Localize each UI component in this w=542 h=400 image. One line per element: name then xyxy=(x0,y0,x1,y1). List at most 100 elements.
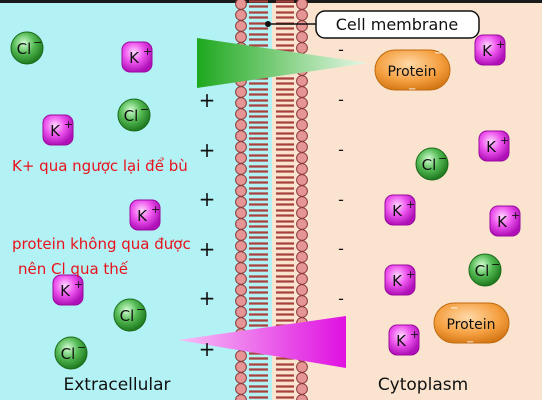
lipid-head xyxy=(296,20,308,32)
lipid-head xyxy=(235,108,247,120)
ion-charge: − xyxy=(33,36,42,49)
ion-symbol: Cl xyxy=(61,345,76,363)
lipid-head xyxy=(296,31,308,43)
protein-charge: − xyxy=(466,337,474,348)
ion-symbol: K xyxy=(482,42,493,60)
lipid-head xyxy=(235,218,247,230)
lipid-head xyxy=(235,86,247,98)
annotation-k-compensation: K+ qua ngược lại để bù xyxy=(12,157,188,175)
minus-sign: - xyxy=(338,190,344,209)
lipid-head xyxy=(296,262,308,274)
chloride-ion: Cl− xyxy=(54,336,88,370)
lipid-head xyxy=(296,97,308,109)
chloride-ion: Cl− xyxy=(468,253,502,287)
ion-charge: + xyxy=(410,328,419,341)
plus-sign: + xyxy=(199,138,216,162)
lipid-head xyxy=(235,372,247,384)
membrane-pointer-dot xyxy=(265,21,271,27)
ion-charge: + xyxy=(406,268,415,281)
ion-charge: + xyxy=(496,38,505,51)
ion-symbol: K xyxy=(497,213,508,231)
lipid-head xyxy=(235,196,247,208)
lipid-head xyxy=(296,152,308,164)
lipid-head xyxy=(235,97,247,109)
lipid-head xyxy=(296,361,308,373)
plus-sign: + xyxy=(199,237,216,261)
chloride-ion: Cl− xyxy=(117,98,151,132)
lipid-head xyxy=(235,9,247,21)
lipid-head xyxy=(235,317,247,329)
lipid-head xyxy=(235,0,247,10)
lipid-head xyxy=(296,251,308,263)
lipid-head xyxy=(296,284,308,296)
lipid-head xyxy=(235,207,247,219)
cl-gradient-wedge xyxy=(197,38,368,88)
lipid-head xyxy=(296,42,308,54)
lipid-head xyxy=(235,383,247,395)
lipid-head xyxy=(296,240,308,252)
lipid-head xyxy=(296,372,308,384)
annotation-protein-line-2: nên Cl qua thế xyxy=(18,260,129,278)
ion-symbol: K xyxy=(129,49,140,67)
ion-symbol: K xyxy=(486,138,497,156)
lipid-head xyxy=(296,163,308,175)
potassium-ion: K+ xyxy=(384,194,416,226)
lipid-head xyxy=(235,306,247,318)
ion-charge: + xyxy=(64,118,73,131)
ion-charge: − xyxy=(77,341,86,354)
extracellular-label: Extracellular xyxy=(63,375,170,395)
lipid-head xyxy=(235,174,247,186)
ion-charge: − xyxy=(140,103,149,116)
protein-molecule: Protein − − xyxy=(374,48,451,95)
lipid-head xyxy=(296,130,308,142)
protein-label: Protein xyxy=(387,64,436,80)
cell-membrane-label-box xyxy=(315,10,480,39)
lipid-head xyxy=(235,273,247,285)
protein-molecule: Protein − − xyxy=(433,302,510,348)
lipid-head xyxy=(296,218,308,230)
ion-symbol: K xyxy=(392,272,403,290)
ion-symbol: K xyxy=(50,122,61,140)
potassium-ion: K+ xyxy=(121,41,153,73)
ion-charge: + xyxy=(151,203,160,216)
lipid-head xyxy=(296,108,308,120)
lipid-head xyxy=(296,306,308,318)
lipid-head xyxy=(235,361,247,373)
ion-symbol: Cl xyxy=(124,107,139,125)
plus-sign: + xyxy=(199,187,216,211)
cytoplasm-label: Cytoplasm xyxy=(378,375,468,395)
ion-charge: + xyxy=(406,198,415,211)
ion-charge: + xyxy=(143,45,152,58)
ion-charge: − xyxy=(438,152,447,165)
lipid-head xyxy=(235,20,247,32)
cytoplasm-minus-signs: - - - - - - xyxy=(338,40,344,308)
minus-sign: - xyxy=(338,40,344,59)
ions-layer: K+K+K+K+K+K+K+K+K+K+Cl−Cl−Cl−Cl−Cl−Cl− xyxy=(10,31,521,370)
plus-sign: + xyxy=(199,286,216,310)
ion-symbol: K xyxy=(60,282,71,300)
minus-sign: - xyxy=(338,239,344,258)
potassium-ion: K+ xyxy=(474,34,506,66)
lipid-head xyxy=(235,141,247,153)
protein-charge: − xyxy=(408,84,416,95)
plus-sign: + xyxy=(199,88,216,112)
lipid-head xyxy=(235,31,247,43)
lipid-head xyxy=(296,383,308,395)
ion-charge: + xyxy=(511,209,520,222)
potassium-ion: K+ xyxy=(478,130,510,162)
potassium-ion: K+ xyxy=(388,324,420,356)
ion-symbol: Cl xyxy=(422,156,437,174)
lipid-head xyxy=(296,119,308,131)
plus-sign: + xyxy=(199,337,216,361)
lipid-head xyxy=(296,207,308,219)
lipid-head xyxy=(296,295,308,307)
lipid-head xyxy=(296,86,308,98)
lipid-head xyxy=(235,229,247,241)
minus-sign: - xyxy=(338,289,344,308)
lipid-head xyxy=(296,174,308,186)
lipid-head xyxy=(296,75,308,87)
lipid-head xyxy=(235,394,247,400)
k-gradient-wedge xyxy=(178,316,346,368)
lipid-head xyxy=(296,394,308,400)
